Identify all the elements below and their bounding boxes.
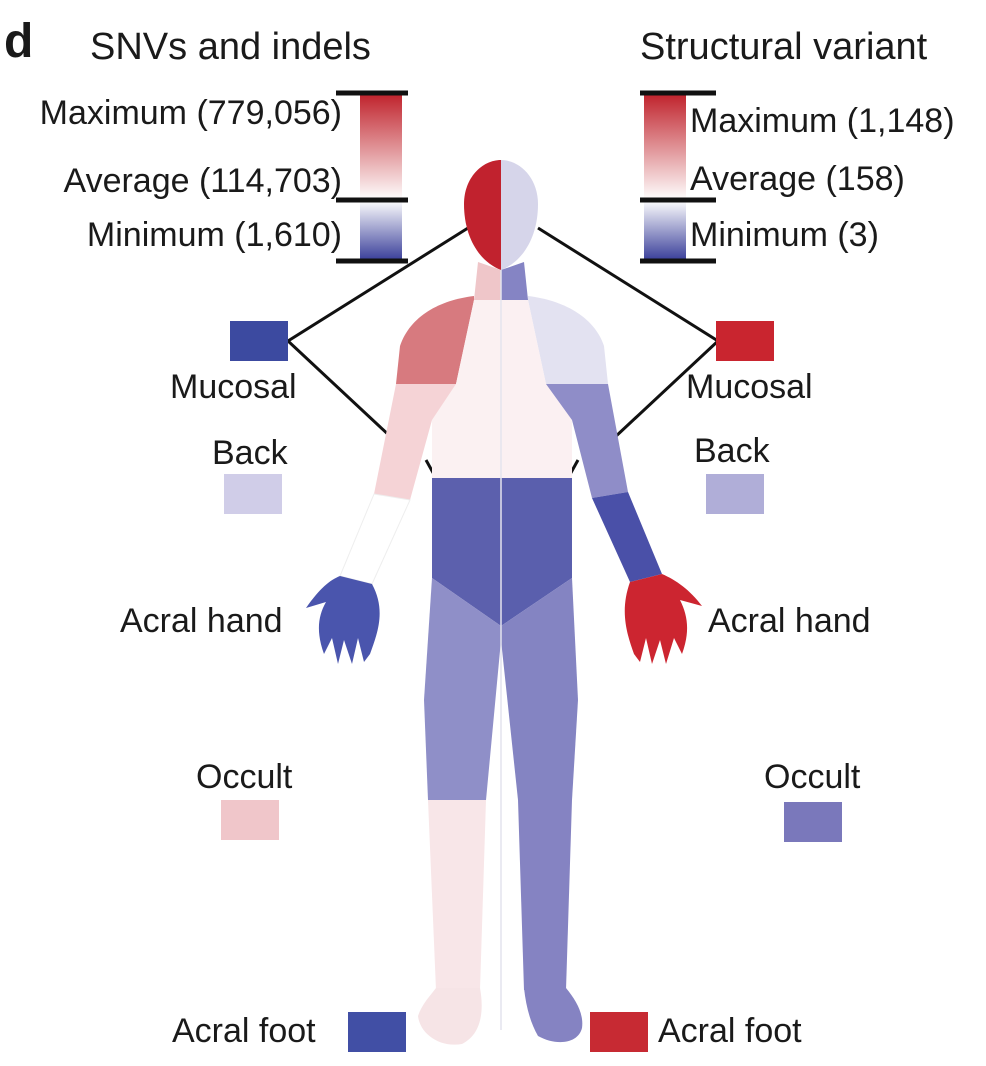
- hand-left: [306, 576, 380, 664]
- chest-right: [501, 300, 572, 478]
- foot-left: [418, 988, 482, 1045]
- neck-left: [474, 262, 501, 300]
- right-scale-max-label: Maximum (1,148): [690, 102, 955, 140]
- left-mucosal-swatch: [230, 321, 288, 361]
- right-acral-foot-label: Acral foot: [658, 1012, 802, 1050]
- left-scale-bar: [336, 90, 408, 264]
- left-occult-swatch: [221, 800, 279, 840]
- left-scale-avg-label: Average (114,703): [63, 162, 343, 200]
- right-acral-hand-label: Acral hand: [708, 602, 871, 640]
- panel-letter: d: [4, 15, 34, 68]
- left-scale-min-label: Minimum (1,610): [86, 216, 342, 254]
- left-back-label: Back: [212, 434, 288, 472]
- right-scale-avg-label: Average (158): [690, 160, 905, 198]
- hand-right: [624, 574, 702, 664]
- head-right: [501, 160, 538, 270]
- lower-leg-left: [428, 800, 486, 990]
- chest-left: [432, 300, 501, 478]
- left-acral-hand-label: Acral hand: [120, 602, 283, 640]
- left-acral-foot-label: Acral foot: [172, 1012, 316, 1050]
- head-left: [464, 160, 501, 270]
- left-heading: SNVs and indels: [90, 26, 371, 68]
- right-scale-bar: [640, 90, 716, 264]
- abdomen-right: [501, 478, 572, 626]
- left-back-swatch: [224, 474, 282, 514]
- right-mucosal-swatch: [716, 321, 774, 361]
- lower-leg-right: [518, 800, 572, 990]
- left-acral-foot-swatch: [348, 1012, 406, 1052]
- abdomen-left: [432, 478, 501, 626]
- shoulder-left: [396, 296, 474, 384]
- left-occult-label: Occult: [196, 758, 293, 796]
- right-acral-foot-swatch: [590, 1012, 648, 1052]
- forearm-right: [592, 492, 662, 582]
- neck-right: [501, 262, 528, 300]
- left-scale-max-label: Maximum (779,056): [39, 94, 342, 132]
- left-mucosal-label: Mucosal: [170, 368, 297, 406]
- forearm-left: [339, 493, 411, 585]
- upper-arm-left: [374, 384, 456, 500]
- foot-right: [524, 988, 583, 1043]
- shoulder-right: [528, 296, 608, 384]
- right-occult-swatch: [784, 802, 842, 842]
- thigh-left: [424, 578, 501, 800]
- right-back-swatch: [706, 474, 764, 514]
- right-heading: Structural variant: [640, 26, 928, 68]
- thigh-right: [501, 578, 578, 800]
- right-back-label: Back: [694, 432, 770, 470]
- right-mucosal-label: Mucosal: [686, 368, 813, 406]
- right-occult-label: Occult: [764, 758, 861, 796]
- human-figure: [306, 160, 702, 1045]
- right-scale-min-label: Minimum (3): [690, 216, 879, 254]
- upper-arm-right: [546, 384, 628, 498]
